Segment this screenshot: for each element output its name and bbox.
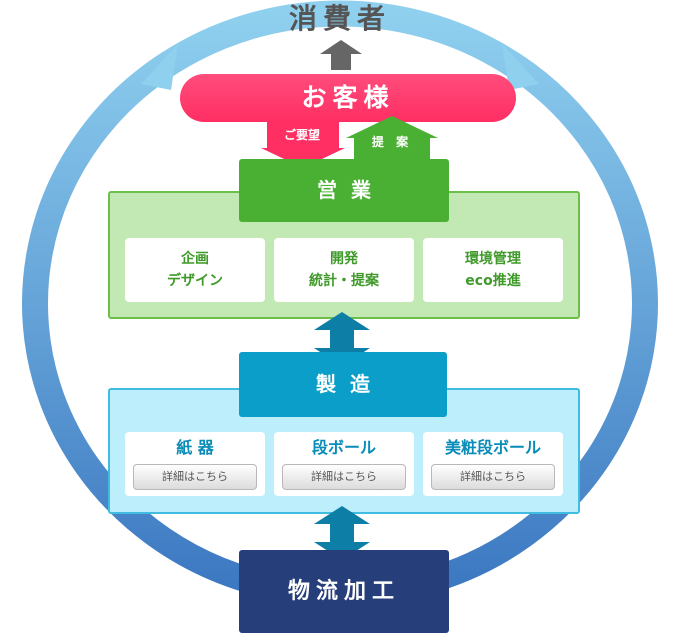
manufacturing-card-title: 紙 器 xyxy=(176,438,214,457)
manufacturing-card-corrugated: 段ボール 詳細はこちら xyxy=(274,432,414,496)
details-button[interactable]: 詳細はこちら xyxy=(431,464,555,490)
sales-card-line1: 企画 xyxy=(181,251,209,267)
sales-card-line2: デザイン xyxy=(167,273,223,289)
cycle-ring-path xyxy=(22,0,658,595)
sales-card-line1: 開発 xyxy=(330,251,358,267)
details-button[interactable]: 詳細はこちら xyxy=(133,464,257,490)
manufacturing-card-decorative-corrugated: 美粧段ボール 詳細はこちら xyxy=(423,432,563,496)
up-arrow-icon xyxy=(320,40,362,70)
customer-label: お客様 xyxy=(180,74,516,122)
sales-header: 営業 xyxy=(239,159,449,222)
proposal-label: 提 案 xyxy=(371,135,413,149)
manufacturing-logistics-double-arrow-icon xyxy=(314,506,370,560)
sales-card-line2: 統計・提案 xyxy=(309,273,379,289)
cycle-arrowhead-right xyxy=(502,44,539,90)
manufacturing-card-title: 美粧段ボール xyxy=(444,438,541,457)
sales-card-environment: 環境管理 eco推進 xyxy=(423,238,563,302)
cycle-arrowhead-left xyxy=(141,44,178,90)
sales-card-planning: 企画 デザイン xyxy=(125,238,265,302)
manufacturing-header: 製造 xyxy=(239,352,447,417)
proposal-up-arrow-icon xyxy=(346,116,438,162)
request-label: ご要望 xyxy=(283,128,320,142)
manufacturing-card-title: 段ボール xyxy=(311,438,376,457)
manufacturing-card-paper-box: 紙 器 詳細はこちら xyxy=(125,432,265,496)
sales-card-line2: eco推進 xyxy=(465,273,521,289)
sales-card-line1: 環境管理 xyxy=(465,251,521,267)
details-button[interactable]: 詳細はこちら xyxy=(282,464,406,490)
logistics-label: 物流加工 xyxy=(239,550,449,633)
consumer-label: 消費者 xyxy=(288,2,391,35)
sales-card-development: 開発 統計・提案 xyxy=(274,238,414,302)
request-down-arrow-icon xyxy=(261,122,345,168)
